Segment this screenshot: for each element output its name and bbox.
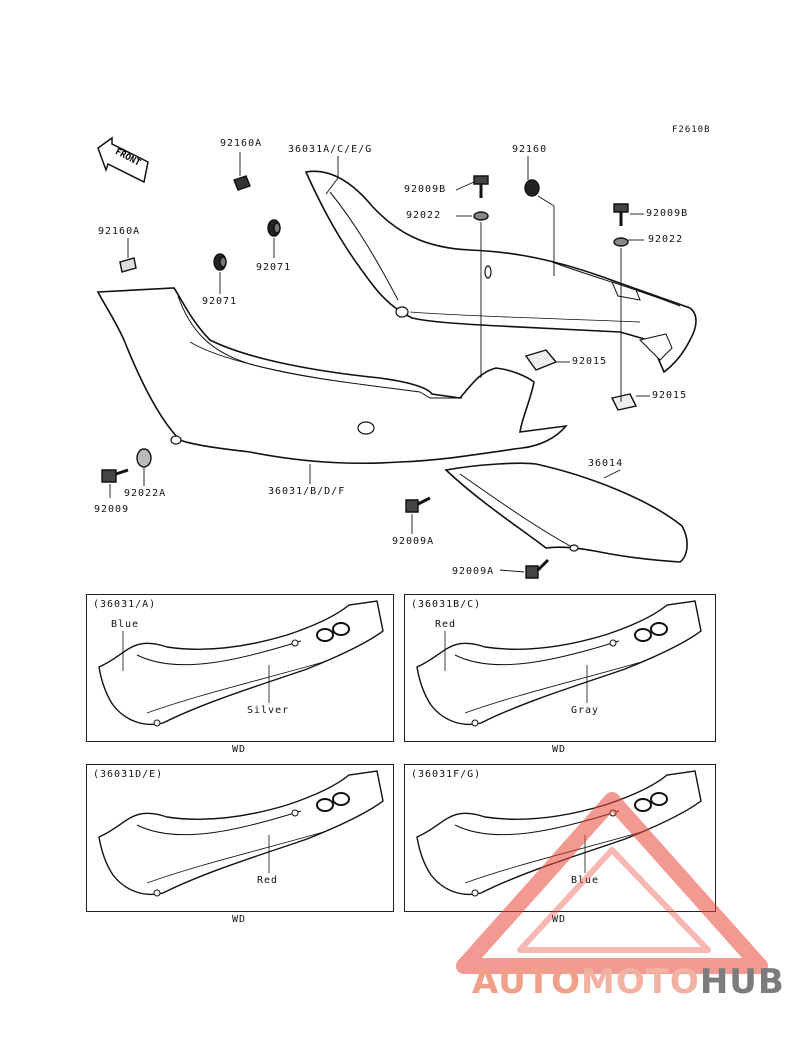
part-label-92009b-1: 92009B [404,184,447,195]
part-label-92015-1: 92015 [572,356,608,367]
color-label-secondary: Gray [571,705,600,716]
variant-panel-2: (36031B/C) Red Gray [404,594,716,742]
variant-panel-4: (36031F/G) Blue [404,764,716,912]
variant-caption: WD [232,914,247,925]
variant-code: (36031D/E) [93,769,164,780]
watermark-part-3: HUB [699,962,785,1002]
watermark-part-2: MOTO [580,962,700,1002]
variant-code: (36031F/G) [411,769,482,780]
lower-side-cover [96,287,568,465]
part-label-36031-bdf: 36031/B/D/F [268,486,346,497]
part-label-92022a: 92022A [124,488,167,499]
part-label-92009a-1: 92009A [392,536,435,547]
figure-code: F2610B [672,125,711,135]
color-label-primary: Red [435,619,457,630]
color-label-secondary: Red [257,875,279,886]
part-label-36031-aceg: 36031A/C/E/G [288,144,373,155]
variant-cover-drawing [98,600,384,727]
variant-code: (36031/A) [93,599,157,610]
variant-panel-1: (36031/A) Blue Silver [86,594,394,742]
part-label-92015-2: 92015 [652,390,688,401]
upper-side-cover [304,170,697,374]
part-label-92160a-left: 92160A [98,226,141,237]
part-label-92022-2: 92022 [648,234,684,245]
variant-caption: WD [552,914,567,925]
part-label-92009a-2: 92009A [452,566,495,577]
watermark-text: AUTOMOTOHUB [472,962,785,1002]
part-label-92071-1: 92071 [256,262,292,273]
variant-caption: WD [232,744,247,755]
variant-cover-drawing [98,770,384,897]
part-label-92009: 92009 [94,504,130,515]
color-label-secondary: Silver [247,705,290,716]
watermark-part-1: AUTO [472,962,581,1002]
part-label-92071-2: 92071 [202,296,238,307]
leader-lines [109,152,650,573]
variant-panel-3: (36031D/E) Red [86,764,394,912]
part-label-92160: 92160 [512,144,548,155]
part-label-92009b-2: 92009B [646,208,689,219]
tail-cover [444,462,688,563]
part-label-92160a-top: 92160A [220,138,263,149]
part-label-92022-1: 92022 [406,210,442,221]
variant-cover-drawing [416,600,702,727]
color-label-secondary: Blue [571,875,600,886]
exploded-diagram: FRONT [96,136,697,579]
front-arrow-icon: FRONT [97,136,149,184]
hardware-parts [101,175,638,579]
part-label-36014: 36014 [588,458,624,469]
variant-caption: WD [552,744,567,755]
variant-code: (36031B/C) [411,599,482,610]
variant-cover-drawing [416,770,702,897]
color-label-primary: Blue [111,619,140,630]
